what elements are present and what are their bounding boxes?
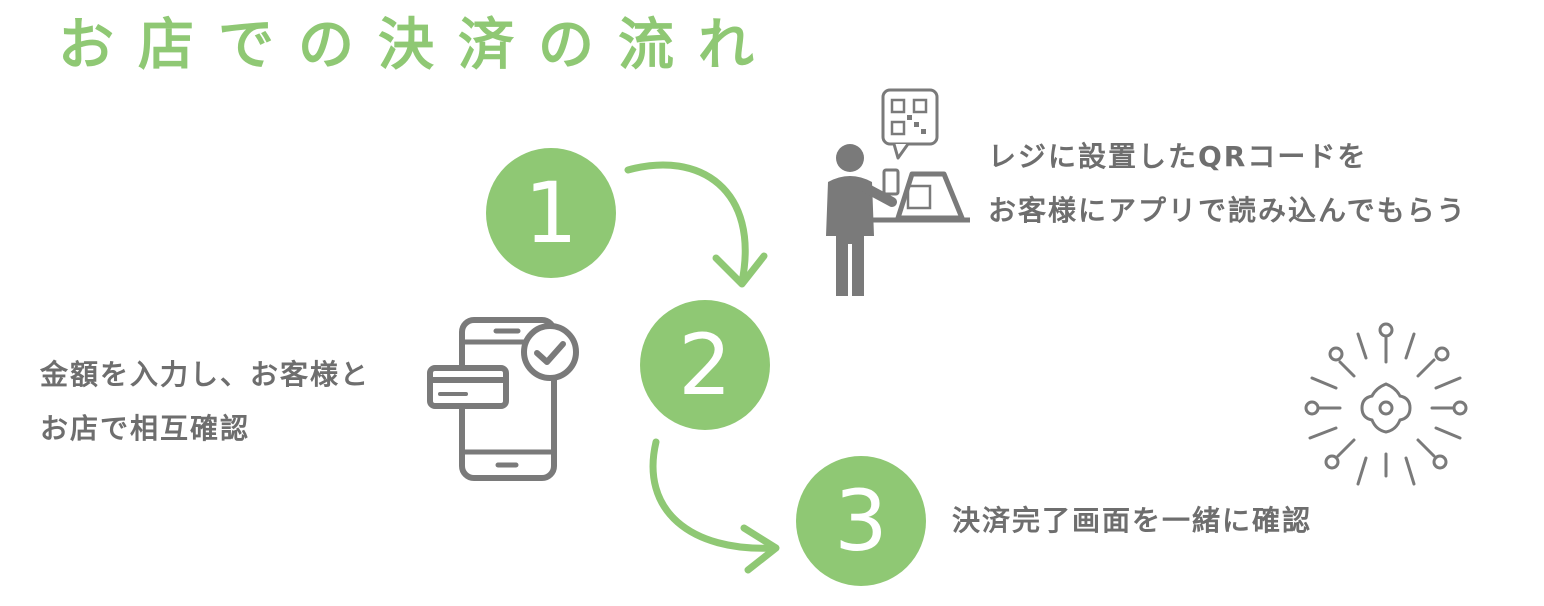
step-2-line-2: お店で相互確認 [40, 412, 251, 445]
sparkle-icon [1304, 322, 1468, 486]
step-1-description: レジに設置したQRコードを お客様にアプリで読み込んでもらう [988, 130, 1467, 238]
page-title: お店での決済の流れ [58, 13, 778, 78]
step-3-line-1: 決済完了画面を一緒に確認 [952, 504, 1313, 537]
step-2-line-1: 金額を入力し、お客様と [40, 358, 371, 391]
person-scanning-qr-icon [826, 88, 970, 296]
step-1-line-2: お客様にアプリで読み込んでもらう [988, 194, 1467, 227]
step-2-description: 金額を入力し、お客様と お店で相互確認 [40, 348, 370, 456]
step-3-number: 3 [796, 456, 926, 586]
step-1-line-1: レジに設置したQRコードを [988, 140, 1368, 173]
step-1-number: 1 [486, 148, 616, 278]
smartphone-check-icon [427, 317, 579, 481]
step-2-number: 2 [640, 300, 770, 430]
step-3-description: 決済完了画面を一緒に確認 [952, 494, 1312, 548]
